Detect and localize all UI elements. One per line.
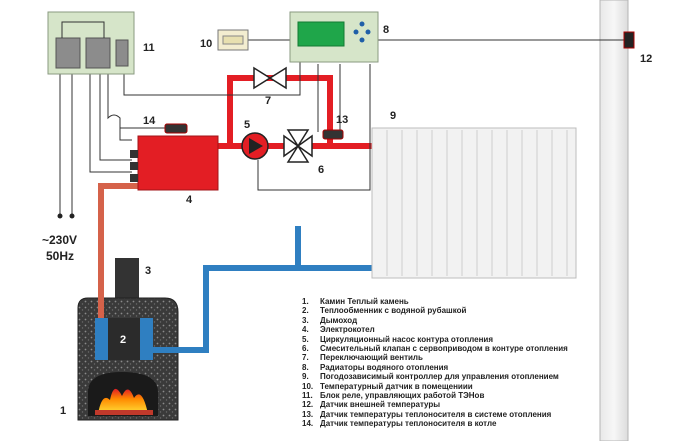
boiler-temp-sensor [164,123,188,134]
terminal-n [69,213,75,219]
label-6: 6 [318,164,324,176]
legend-item: 6.Смесительный клапан с сервоприводом в … [302,344,568,354]
label-8: 8 [383,24,389,36]
legend-item: 11.Блок реле, управляющих работой ТЭНов [302,391,485,401]
legend-item: 5.Циркуляционный насос контура отопления [302,334,493,344]
legend-item: 10.Температурный датчик в помещениии [302,381,473,391]
legend-item: 8.Радиаторы водяного отопления [302,362,449,372]
pipe-bypass [227,75,333,146]
legend-item: 3.Дымоход [302,315,358,325]
radiator [371,127,577,279]
outside-sensor [623,31,635,49]
legend-item: 12.Датчик внешней температуры [302,400,441,410]
label-13: 13 [336,114,348,126]
fireplace [77,297,179,421]
power-frequency: 50Hz [46,249,74,263]
mixing-valve [283,129,313,163]
pipe-fireplace-to-boiler [98,183,138,318]
switching-valve [253,66,287,90]
circulation-pump [241,132,269,160]
label-4: 4 [186,194,193,206]
controller-display [297,21,345,47]
label-10: 10 [200,38,212,50]
legend-item: 2.Теплообменник с водяной рубашкой [302,306,467,316]
room-sensor [217,29,249,51]
legend-item: 7.Переключающий вентиль [302,353,423,363]
label-5: 5 [244,119,250,131]
legend-item: 9.Погодозависимый контроллер для управле… [302,372,559,382]
outer-wall [599,0,629,441]
terminal-l [57,213,63,219]
label-3: 3 [145,265,151,277]
label-11: 11 [143,42,155,54]
legend-item: 1.Камин Теплый камень [302,297,409,306]
label-14: 14 [143,115,156,127]
callout-numbers: 1 2 3 4 5 6 7 8 9 10 11 12 13 14 ~230V 5… [42,24,652,417]
label-9: 9 [390,110,396,122]
jacket-right [140,318,153,360]
legend-item: 14.Датчик температуры теплоносителя в ко… [302,419,497,429]
electric-boiler [130,135,219,191]
relay-block [47,11,135,75]
legend-list: 1.Камин Теплый камень 2.Теплообменник с … [302,297,602,429]
system-temp-sensor [322,129,344,140]
weather-controller [289,11,379,63]
fire-flame [98,388,148,414]
label-12: 12 [640,53,652,65]
legend-item: 13.Датчик температуры теплоносителя в си… [302,409,552,419]
pipe-return [146,265,298,353]
jacket-left [95,318,108,360]
label-7: 7 [265,95,271,107]
label-2: 2 [120,334,126,346]
wiring [59,39,628,214]
power-voltage: ~230V [42,233,77,247]
legend-item: 4.Электрокотел [302,325,375,335]
label-1: 1 [60,405,66,417]
